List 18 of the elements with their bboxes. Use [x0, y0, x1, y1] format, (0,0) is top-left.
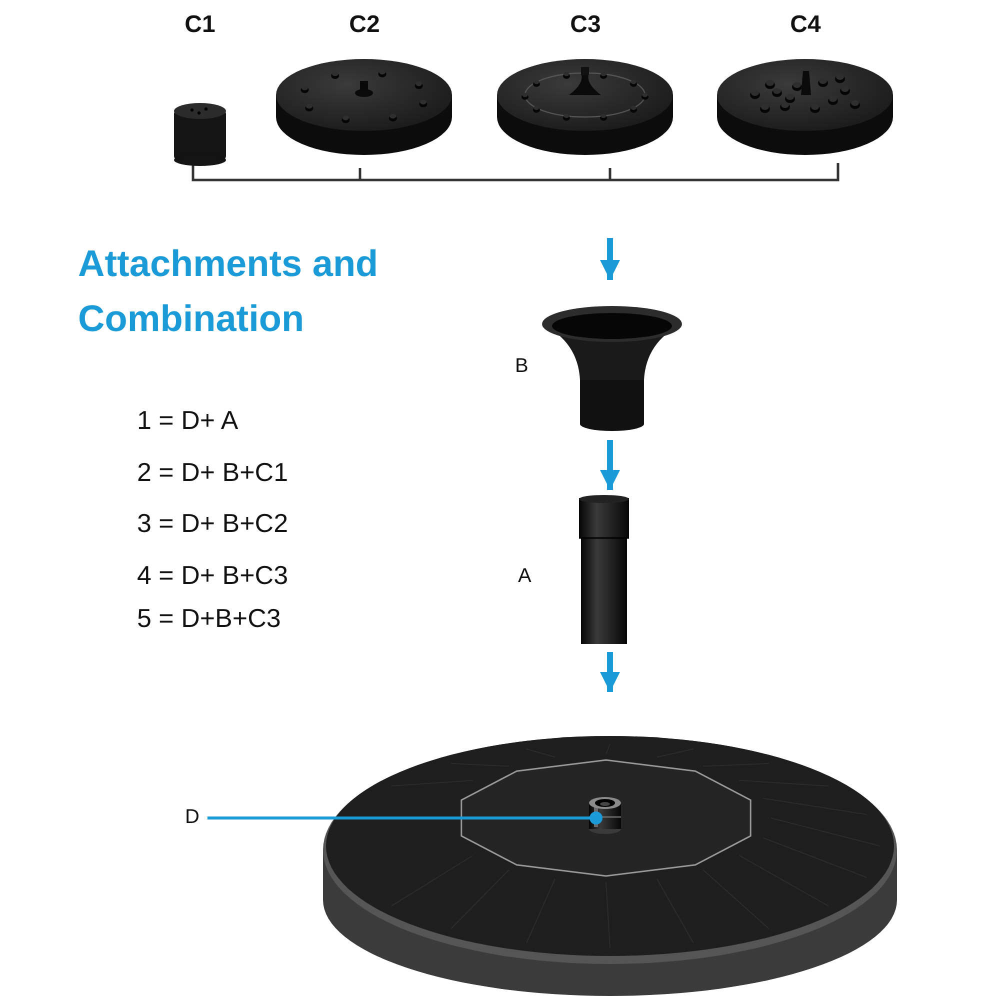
part-label: C3: [569, 11, 602, 39]
outlet-nozzle-drawing: [589, 797, 621, 834]
combination-formula: 2 = D+ B+C1: [137, 457, 288, 488]
heading: Attachments and Combination: [78, 242, 380, 341]
arrow: [600, 652, 620, 692]
part-label: C2: [348, 11, 381, 39]
part-label: A: [518, 565, 532, 588]
arrow: [600, 440, 620, 490]
combination-formula: 4 = D+ B+C3: [137, 560, 288, 591]
part-label: B: [515, 355, 528, 378]
combination-formula: 1 = D+ A: [137, 405, 238, 436]
leader-line: [207, 812, 602, 824]
part-label: C4: [789, 11, 822, 39]
arrow: [600, 238, 620, 280]
combination-formula: 5 = D+B+C3: [137, 603, 281, 634]
part-label: D: [185, 806, 200, 829]
part-label: C1: [184, 11, 216, 39]
combination-formula: 3 = D+ B+C2: [137, 508, 288, 539]
